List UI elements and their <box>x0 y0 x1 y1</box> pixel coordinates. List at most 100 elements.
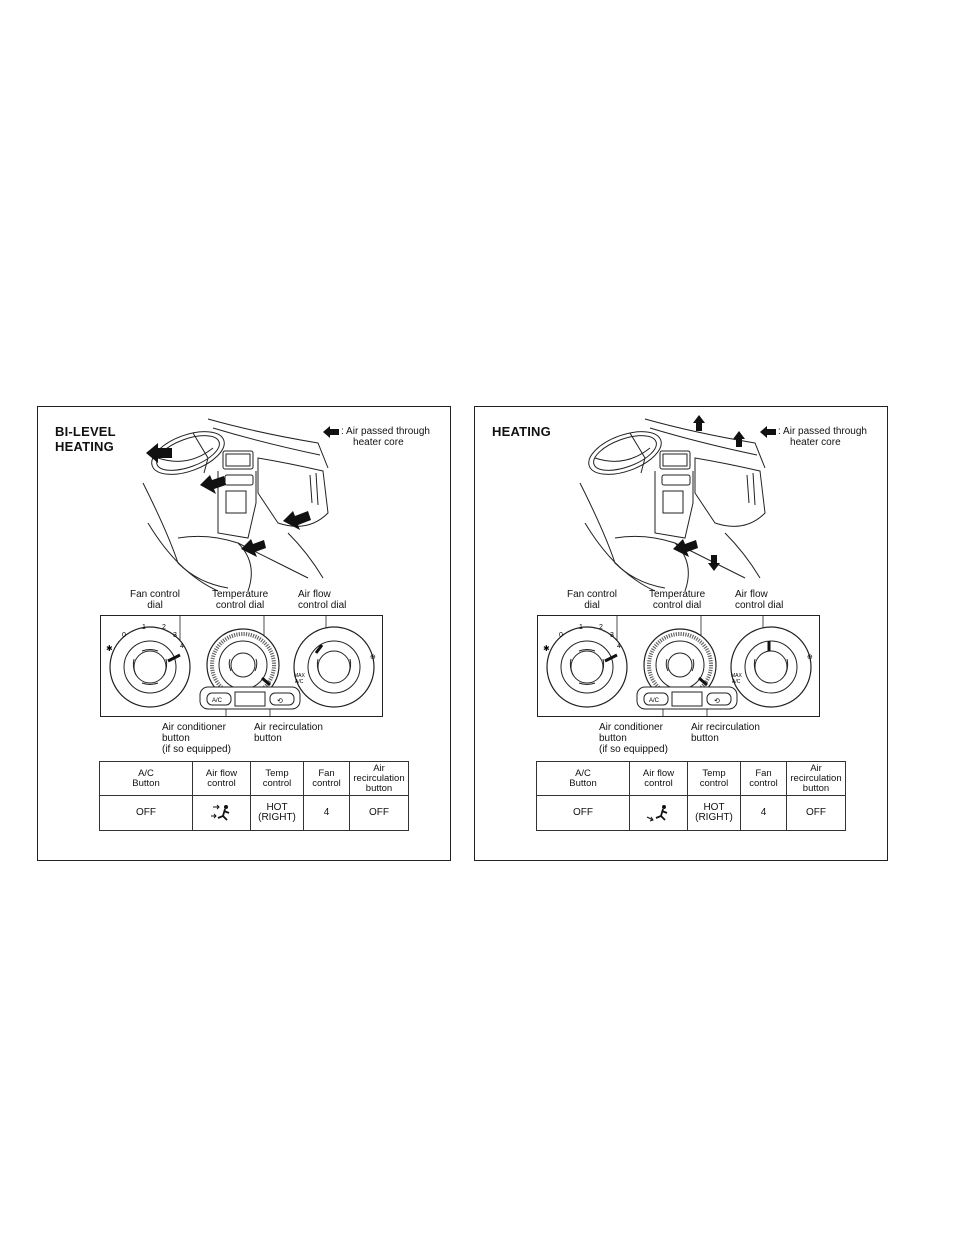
bi-level-heating-panel: BI-LEVEL HEATING : Air passed through he… <box>37 406 451 861</box>
ac-label-line2: button <box>599 733 627 744</box>
header-airflow-l2: control <box>644 777 673 789</box>
fan-number-4: 4 <box>180 643 184 650</box>
header-recirc-l3: button <box>365 782 393 794</box>
bi-level-vent-icon <box>210 804 229 821</box>
max-ac-label-1: MAX <box>294 673 306 679</box>
fan-number-1: 1 <box>579 624 583 631</box>
fan-control-dial[interactable]: 0 1 2 3 4 ✱ <box>106 624 191 708</box>
header-ac-l2: Button <box>132 777 160 789</box>
header-temp: Temp control <box>250 761 304 796</box>
defrost-icon: ⊕ <box>370 654 376 661</box>
header-airflow-l1: Air flow <box>642 767 675 779</box>
airflow-label-line2: control dial <box>735 600 784 611</box>
panel-title: HEATING <box>492 424 551 439</box>
ac-label-line1: Air conditioner <box>162 722 226 733</box>
fan-number-0: 0 <box>122 632 126 639</box>
header-temp-l1: Temp <box>702 767 726 779</box>
air-flow-control-dial[interactable]: MAX A/C ⊕ <box>293 626 376 708</box>
settings-table: A/C Button Air flow control Temp control… <box>99 761 409 831</box>
header-airflow: Air flow control <box>629 761 688 796</box>
max-ac-label-2: A/C <box>732 679 741 685</box>
header-fan-l2: control <box>749 777 778 789</box>
fan-label-line1: Fan control <box>130 589 181 600</box>
header-temp-l1: Temp <box>265 767 289 779</box>
header-ac-l1: A/C <box>138 767 154 779</box>
header-recirc-l3: button <box>802 782 830 794</box>
air-conditioner-button-label: Air conditioner button (if so equipped) <box>599 722 668 755</box>
air-flow-control-dial-label: Air flow control dial <box>298 589 346 611</box>
fan-number-2: 2 <box>162 624 166 631</box>
value-temp-l2: (RIGHT) <box>695 812 733 823</box>
value-ac: OFF <box>99 795 193 831</box>
ac-label-line3: (if so equipped) <box>599 744 668 755</box>
fan-icon: ✱ <box>106 644 113 653</box>
legend: : Air passed through heater core <box>760 426 867 448</box>
temp-label-line1: Temperature <box>649 589 706 600</box>
temperature-control-dial-label: Temperature control dial <box>649 589 705 611</box>
fan-number-3: 3 <box>610 632 614 639</box>
max-ac-label-2: A/C <box>295 679 304 685</box>
fan-icon: ✱ <box>543 644 550 653</box>
ac-button[interactable]: A/C <box>206 692 232 706</box>
value-fan: 4 <box>303 795 350 831</box>
fan-number-0: 0 <box>559 632 563 639</box>
fan-number-2: 2 <box>599 624 603 631</box>
header-temp-l2: control <box>699 777 729 789</box>
header-ac: A/C Button <box>99 761 193 796</box>
value-temp-l1: HOT <box>703 802 725 813</box>
air-conditioner-button-label: Air conditioner button (if so equipped) <box>162 722 231 755</box>
ac-label-line2: button <box>162 733 190 744</box>
ac-button[interactable]: A/C <box>643 692 669 706</box>
legend: : Air passed through heater core <box>323 426 430 448</box>
defrost-icon: ⊕ <box>807 654 813 661</box>
temp-label-line1: Temperature <box>212 589 269 600</box>
header-recirc-l2: recirculation <box>790 772 842 784</box>
recirc-label-line1: Air recirculation <box>691 722 760 733</box>
header-fan: Fan control <box>303 761 350 796</box>
settings-table: A/C Button Air flow control Temp control… <box>536 761 846 831</box>
header-recirc-l2: recirculation <box>353 772 405 784</box>
table-row: OFF HOT (RIGHT) 4 OFF <box>99 795 409 831</box>
header-fan-l1: Fan <box>755 767 772 779</box>
value-airflow <box>629 795 688 831</box>
temperature-control-dial[interactable] <box>643 628 717 702</box>
panel-title-line1: BI-LEVEL <box>55 424 116 439</box>
air-recirculation-button[interactable]: ⟲ <box>706 692 732 706</box>
ac-button-label: A/C <box>649 698 660 704</box>
air-recirculation-button-label: Air recirculation button <box>691 722 760 744</box>
air-recirculation-button[interactable]: ⟲ <box>269 692 295 706</box>
floor-vent-icon <box>646 805 667 822</box>
header-temp-l2: control <box>262 777 292 789</box>
fan-label-line1: Fan control <box>567 589 618 600</box>
table-header-row: A/C Button Air flow control Temp control… <box>99 761 409 796</box>
panel-title: BI-LEVEL HEATING <box>55 424 116 454</box>
ac-label-line1: Air conditioner <box>599 722 663 733</box>
header-fan-l1: Fan <box>318 767 335 779</box>
recirc-label-line2: button <box>691 733 719 744</box>
header-airflow-l1: Air flow <box>205 767 238 779</box>
recirculation-icon: ⟲ <box>714 698 720 705</box>
airflow-label-line1: Air flow <box>298 589 331 600</box>
header-airflow-l2: control <box>207 777 236 789</box>
panel-title-line1: HEATING <box>492 424 551 439</box>
temperature-control-dial-label: Temperature control dial <box>212 589 268 611</box>
panel-title-line2: HEATING <box>55 439 114 454</box>
legend-line2: heater core <box>353 437 404 448</box>
value-recirc: OFF <box>786 795 846 831</box>
header-ac-l2: Button <box>569 777 597 789</box>
header-recirc-l1: Air <box>373 762 385 774</box>
header-recirc: Air recirculation button <box>786 761 846 796</box>
air-flow-control-dial[interactable]: MAX A/C ⊕ <box>730 626 813 708</box>
legend-line1: : Air passed through <box>341 426 430 437</box>
climate-control-panel: 0 1 2 3 4 ✱ MAX A/C ⊕ <box>100 615 383 717</box>
airflow-label-line1: Air flow <box>735 589 768 600</box>
dashboard-illustration <box>142 418 329 592</box>
header-fan-l2: control <box>312 777 341 789</box>
header-airflow: Air flow control <box>192 761 251 796</box>
fan-control-dial[interactable]: 0 1 2 3 4 ✱ <box>543 624 628 708</box>
header-recirc-l1: Air <box>810 762 822 774</box>
fan-number-1: 1 <box>142 624 146 631</box>
airflow-label-line2: control dial <box>298 600 347 611</box>
climate-control-panel: 0 1 2 3 4 ✱ MAX A/C ⊕ A/C <box>537 615 820 717</box>
header-ac: A/C Button <box>536 761 630 796</box>
